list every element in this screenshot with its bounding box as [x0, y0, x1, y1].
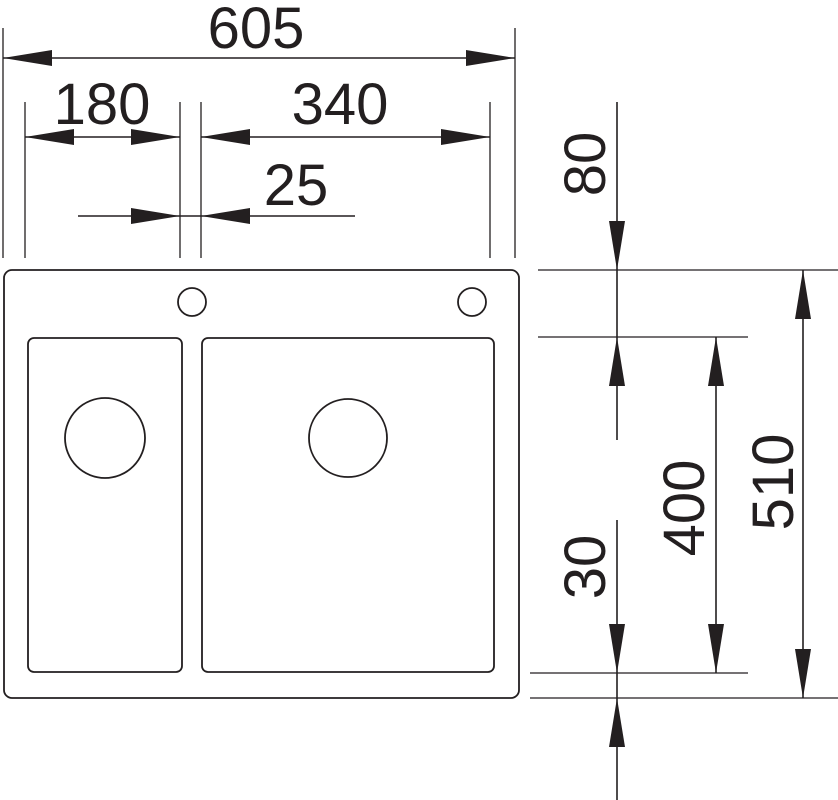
vertical-extension-lines — [530, 269, 838, 699]
horizontal-extension-lines — [2, 28, 516, 258]
small-bowl — [27, 337, 183, 673]
label-divider-width: 25 — [264, 153, 329, 218]
horizontal-arrowheads — [3, 50, 515, 224]
label-bowl-depth: 400 — [652, 460, 717, 557]
tap-hole-right — [457, 287, 487, 317]
label-overall-depth: 510 — [741, 434, 806, 531]
vertical-arrowheads — [609, 221, 811, 747]
sink — [3, 269, 520, 699]
dimension-labels: 605 180 340 25 80 30 400 510 — [54, 0, 806, 599]
label-overall-width: 605 — [208, 0, 305, 61]
large-bowl-drain — [308, 398, 388, 478]
label-top-rim-depth: 80 — [553, 132, 618, 197]
label-large-bowl-width: 340 — [292, 72, 389, 137]
large-bowl — [201, 337, 495, 673]
label-small-bowl-width: 180 — [54, 72, 151, 137]
small-bowl-drain — [64, 397, 146, 479]
tap-hole-left — [177, 287, 207, 317]
label-bottom-rim-depth: 30 — [553, 535, 618, 600]
